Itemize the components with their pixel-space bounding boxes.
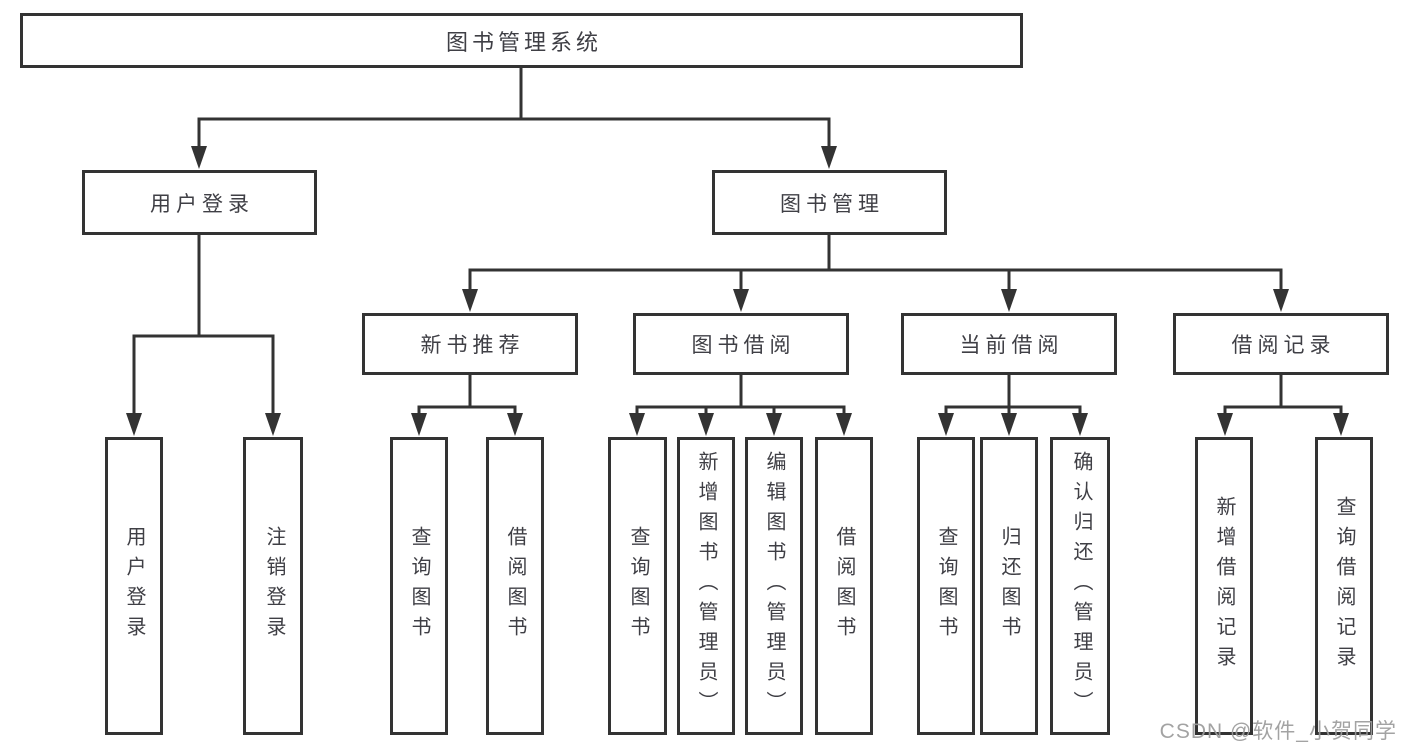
leaf-logout: 注销登录 xyxy=(243,437,303,735)
node-library-system: 图书管理系统 xyxy=(20,13,1023,68)
node-current-borrow: 当前借阅 xyxy=(901,313,1117,375)
leaf-query-borrow-record: 查询借阅记录 xyxy=(1315,437,1373,735)
node-user-login: 用户登录 xyxy=(82,170,317,235)
leaf-confirm-return-admin: 确认归还（管理员） xyxy=(1050,437,1110,735)
leaf-add-borrow-record: 新增借阅记录 xyxy=(1195,437,1253,735)
leaf-query-books-recommend: 查询图书 xyxy=(390,437,448,735)
node-book-borrow: 图书借阅 xyxy=(633,313,849,375)
leaf-edit-books-admin: 编辑图书（管理员） xyxy=(745,437,803,735)
watermark: CSDN @软件_小贺同学 xyxy=(1159,720,1397,743)
node-book-management: 图书管理 xyxy=(712,170,947,235)
leaf-borrow-books-recommend: 借阅图书 xyxy=(486,437,544,735)
leaf-borrow-books: 借阅图书 xyxy=(815,437,873,735)
leaf-user-login: 用户登录 xyxy=(105,437,163,735)
leaf-query-books-current: 查询图书 xyxy=(917,437,975,735)
leaf-add-books-admin: 新增图书（管理员） xyxy=(677,437,735,735)
leaf-query-books-borrow: 查询图书 xyxy=(608,437,667,735)
leaf-return-books: 归还图书 xyxy=(980,437,1038,735)
node-new-book-recommend: 新书推荐 xyxy=(362,313,578,375)
node-borrow-records: 借阅记录 xyxy=(1173,313,1389,375)
